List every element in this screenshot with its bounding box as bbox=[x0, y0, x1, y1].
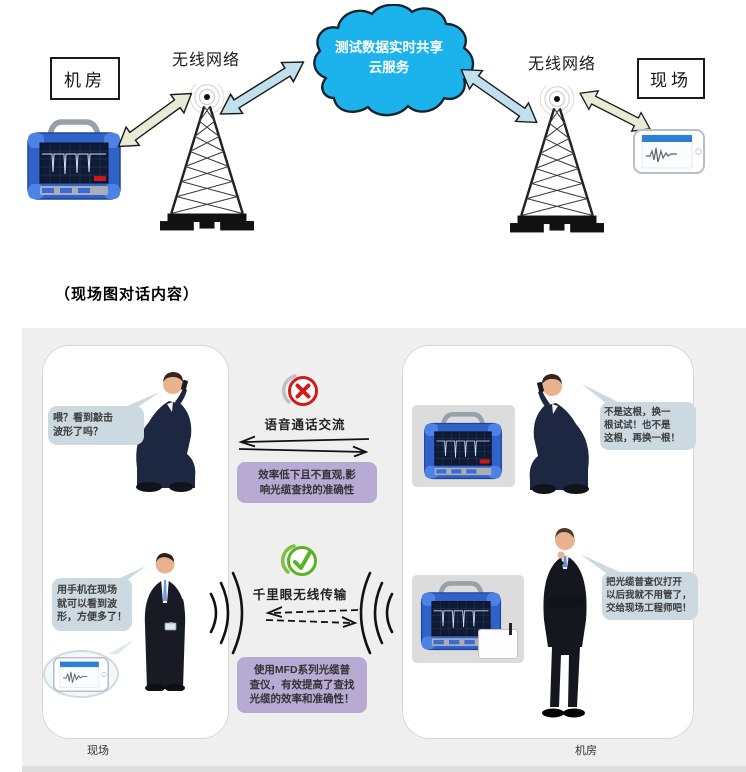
callout-phone-image bbox=[53, 657, 109, 692]
network-diagram: 机房 无线网络 测试数据实时共享 云服务 无线网络 现场 bbox=[0, 0, 746, 272]
room-bottom-speech-bubble: 把光缆普查仪打开 以后我就不用管了， 交给现场工程师吧！ bbox=[602, 572, 698, 621]
site-bottom-speech-bubble: 用手机在现场 就可以看到波 形，方便多了！ bbox=[52, 578, 132, 631]
room-device-image bbox=[419, 411, 507, 481]
cloud-service-label: 测试数据实时共享 云服务 bbox=[335, 40, 443, 76]
room-crouching-man-photo bbox=[518, 368, 602, 496]
signal-waves-left bbox=[209, 571, 244, 655]
phone-callout bbox=[43, 650, 119, 698]
site-panel-label: 现场 bbox=[87, 745, 109, 757]
site-box: 现场 bbox=[637, 58, 705, 99]
voice-call-note: 效率低下且不直观,影 响光缆查找的准确性 bbox=[237, 462, 377, 504]
wireless-transfer-note: 使用MFD系列光缆普 查仪，有效提高了查找 光缆的效率和准确性！ bbox=[237, 657, 367, 714]
wireless-module-image bbox=[478, 623, 518, 659]
voice-call-title: 语音通话交流 bbox=[264, 418, 346, 432]
room-device-photo-2 bbox=[412, 575, 524, 663]
cross-icon bbox=[281, 374, 318, 406]
check-icon bbox=[280, 544, 317, 576]
scene-bottom-strip bbox=[22, 766, 746, 772]
site-top-speech-bubble: 喂？看到敲击 波形了吗？ bbox=[48, 406, 144, 445]
room-panel-label: 机房 bbox=[575, 745, 597, 757]
site-box-label: 现场 bbox=[650, 71, 692, 90]
wireless-label-left: 无线网络 bbox=[171, 52, 240, 69]
wireless-label-right: 无线网络 bbox=[527, 56, 596, 73]
wireless-transfer-title: 千里眼无线传输 bbox=[252, 588, 348, 602]
section-heading: （现场图对话内容） bbox=[55, 287, 200, 303]
phone-image bbox=[633, 129, 705, 174]
site-standing-man-photo bbox=[127, 551, 203, 691]
room-box-label: 机房 bbox=[64, 71, 106, 90]
room-thinking-man-photo bbox=[528, 525, 602, 720]
room-top-speech-bubble: 不是这根，换一 根试试！也不是 这根，再换一根！ bbox=[600, 402, 696, 451]
voice-call-arrows bbox=[238, 435, 370, 457]
dialog-scene: 喂？看到敲击 波形了吗？ 用手机在现场 就可以看到波 形，方便多了！ 现场 不是… bbox=[22, 328, 746, 772]
wireless-transfer-arrows bbox=[265, 606, 359, 628]
signal-waves-right bbox=[359, 571, 394, 655]
room-device-photo bbox=[412, 405, 515, 487]
tester-device-image bbox=[26, 118, 122, 202]
room-box: 机房 bbox=[50, 57, 120, 100]
